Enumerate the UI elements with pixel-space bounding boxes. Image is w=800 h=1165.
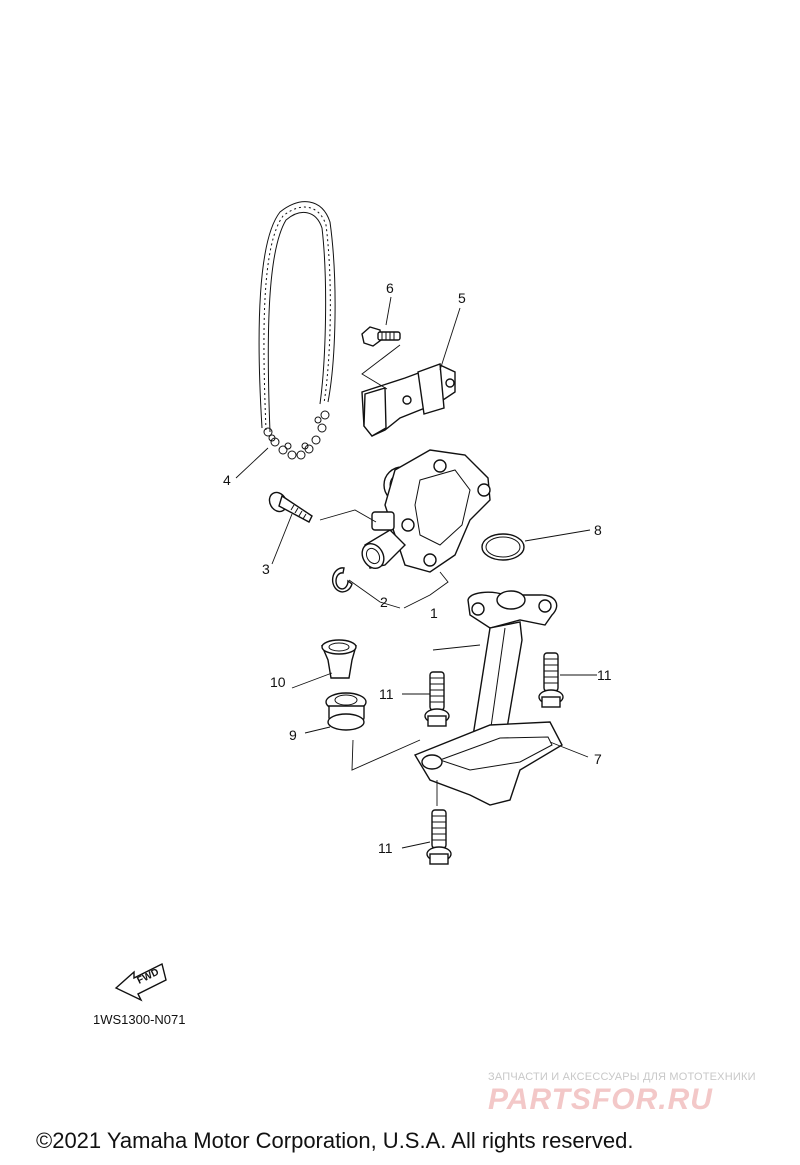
callout-5: 5 [458, 290, 466, 306]
callout-11-bottom: 11 [378, 840, 393, 856]
collar-10 [320, 639, 357, 679]
callout-2: 2 [380, 594, 388, 610]
leader-lines [235, 296, 597, 849]
drive-chain [258, 201, 336, 460]
oil-pump-assy-1 [361, 449, 491, 573]
callout-6: 6 [386, 280, 394, 296]
bolt-11-right [538, 652, 564, 708]
chain-guide-5 [361, 363, 456, 437]
bolt-3 [268, 491, 313, 523]
oil-strainer-7 [413, 590, 563, 806]
o-ring-8 [481, 533, 525, 561]
callout-8: 8 [594, 522, 602, 538]
callout-7: 7 [594, 751, 602, 767]
callout-9: 9 [289, 727, 297, 743]
callout-11-right: 11 [597, 667, 612, 683]
bolt-6 [361, 326, 401, 347]
watermark-logo: PARTSFOR.RU [488, 1083, 713, 1116]
grommet-9 [325, 692, 367, 731]
callout-1: 1 [430, 605, 438, 621]
bolt-11-bottom [426, 809, 452, 865]
diagram-code: 1WS1300-N071 [93, 1012, 186, 1027]
circlip-2 [331, 567, 353, 593]
copyright-notice: ©2021 Yamaha Motor Corporation, U.S.A. A… [36, 1128, 634, 1153]
callout-3: 3 [262, 561, 270, 577]
callout-11-left: 11 [379, 686, 394, 702]
callout-4: 4 [223, 472, 231, 488]
fwd-arrow-icon: FWD [114, 962, 167, 1002]
callout-10: 10 [270, 674, 286, 690]
bolt-11-left [424, 671, 450, 727]
watermark-tagline: ЗАПЧАСТИ И АКСЕССУАРЫ ДЛЯ МОТОТЕХНИКИ [488, 1071, 756, 1083]
